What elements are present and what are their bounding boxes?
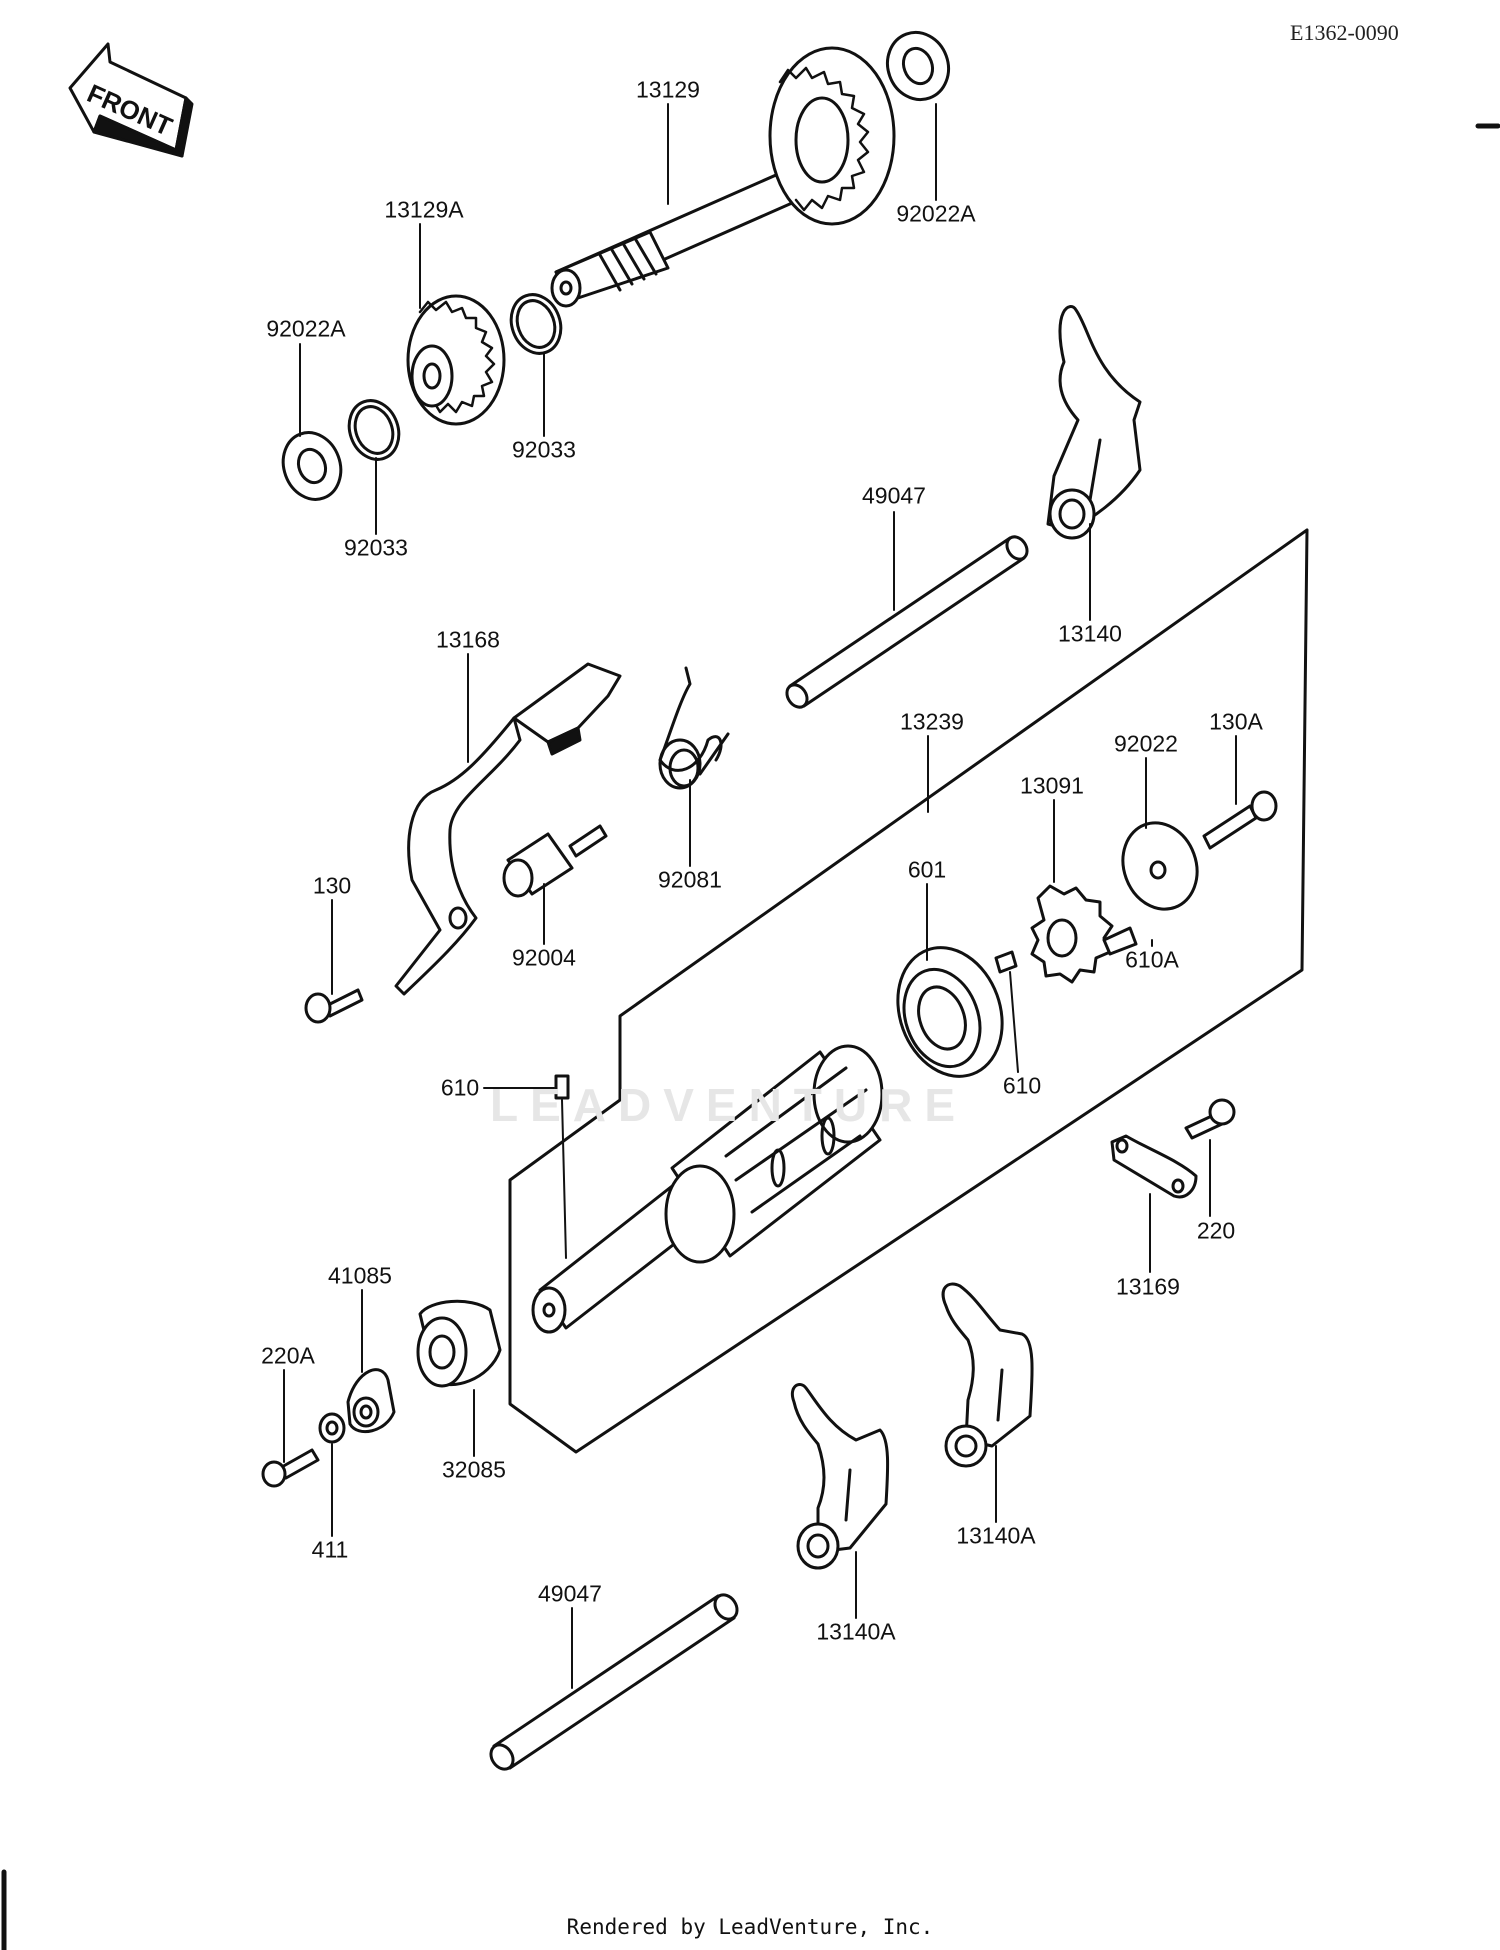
shift-drum-13239 (531, 1044, 884, 1334)
assembly-outline (508, 528, 1309, 1454)
part-number-label[interactable]: 92033 (344, 534, 408, 561)
part-number-label[interactable]: 92022A (266, 315, 346, 342)
part-number-label[interactable]: 411 (311, 1536, 349, 1563)
part-number-label[interactable]: 220A (261, 1342, 315, 1369)
part-number-label[interactable]: 92004 (512, 944, 576, 971)
part-number-label[interactable]: 13140A (816, 1618, 896, 1645)
part-number-label[interactable]: 601 (907, 856, 947, 883)
part-number-label[interactable]: 32085 (442, 1456, 506, 1483)
stopper-plate-13169 (1110, 1134, 1198, 1199)
diagram-id: E1362-0090 (1290, 20, 1399, 45)
cam-collar-32085 (416, 1299, 502, 1388)
part-number-label[interactable]: 13169 (1116, 1273, 1180, 1300)
part-number-label[interactable]: 130 (312, 872, 352, 899)
part-number-label[interactable]: 49047 (538, 1580, 602, 1607)
part-number-label[interactable]: 92033 (512, 436, 576, 463)
bolt-130a (1202, 790, 1278, 850)
washer-411 (318, 1412, 346, 1444)
shift-fork-13140 (1046, 305, 1142, 540)
part-number-label[interactable]: 13091 (1020, 772, 1084, 799)
shift-rod-49047-upper (785, 535, 1029, 709)
plate-92022 (1121, 821, 1199, 911)
shift-cam-13091 (1030, 884, 1138, 984)
leader-lines (283, 103, 1237, 1689)
part-number-label[interactable]: 13239 (900, 708, 964, 735)
pin-610-right (994, 950, 1018, 974)
part-number-label[interactable]: 13129 (636, 76, 700, 103)
bolt-220 (1184, 1098, 1236, 1140)
part-number-label[interactable]: 92081 (658, 866, 722, 893)
footer-credit: Rendered by LeadVenture, Inc. (566, 1915, 934, 1939)
part-number-label[interactable]: 41085 (328, 1262, 392, 1289)
part-number-label[interactable]: 92022 (1114, 730, 1178, 757)
part-number-label[interactable]: 13140A (956, 1522, 1036, 1549)
part-number-label[interactable]: 610 (440, 1074, 480, 1101)
part-number-label[interactable]: 13140 (1058, 620, 1122, 647)
part-number-label[interactable]: 610A (1125, 946, 1179, 973)
watermark: LEADVENTURE (490, 1079, 968, 1131)
shift-rod-49047-lower (489, 1593, 739, 1771)
lever-41085 (346, 1368, 396, 1434)
part-number-label[interactable]: 220 (1196, 1217, 1236, 1244)
gear-13129a-small (406, 294, 506, 426)
front-arrow-icon (68, 42, 194, 158)
circlip-92033-lower (347, 399, 401, 461)
part-number-label[interactable]: 130A (1209, 708, 1263, 735)
washer-92022a-right (886, 30, 950, 102)
bolt-130 (304, 988, 364, 1024)
part-number-label[interactable]: 610 (1002, 1072, 1042, 1099)
part-number-label[interactable]: 13168 (436, 626, 500, 653)
shift-fork-13140a-right (941, 1282, 1034, 1468)
shift-pedal-13168 (394, 662, 622, 996)
circlip-92033-upper (509, 293, 563, 355)
bearing-601 (896, 946, 1004, 1078)
spring-92081 (658, 666, 730, 790)
washer-92022a-left (281, 431, 343, 501)
part-number-label[interactable]: 13129A (384, 196, 464, 223)
part-number-label[interactable]: 92022A (896, 200, 976, 227)
shift-fork-13140a-left (791, 1383, 890, 1570)
collar-92004 (502, 824, 608, 898)
pin-610-left (554, 1074, 570, 1100)
bolt-220a (261, 1448, 320, 1488)
gear-13129-large (768, 46, 896, 226)
part-number-label[interactable]: 49047 (862, 482, 926, 509)
